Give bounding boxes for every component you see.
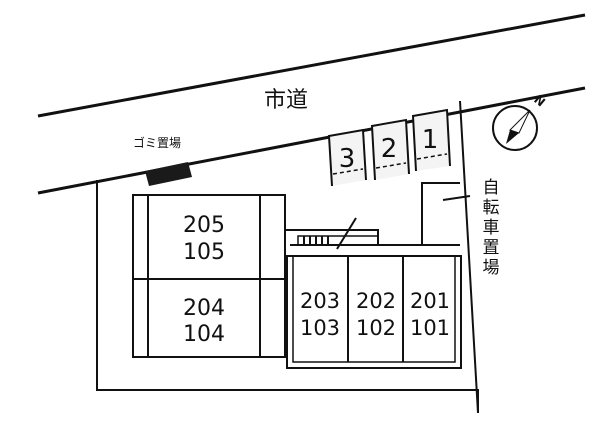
bicycle-pointer <box>442 195 471 201</box>
parking-space-1: 1 <box>411 108 451 172</box>
road-label: 市道 <box>264 88 308 113</box>
compass-icon: N <box>492 92 548 151</box>
bicycle-parking: 自 転 車 置 場 <box>421 178 500 278</box>
parking-number: 3 <box>339 144 356 174</box>
east-building: 203 103 202 102 201 101 <box>286 255 462 369</box>
unit-number-upper: 203 <box>300 289 340 313</box>
parking-number: 1 <box>422 125 439 155</box>
svg-text:車: 車 <box>483 218 500 238</box>
parking-number: 2 <box>381 134 398 164</box>
unit-number-lower: 101 <box>410 316 450 340</box>
unit-205-105: 205 105 <box>183 213 225 265</box>
west-building: 205 105 204 104 <box>132 194 286 358</box>
road-edge-south <box>37 86 586 195</box>
bicycle-label: 自 転 車 置 場 <box>483 178 500 278</box>
road: 市道 <box>37 13 586 195</box>
parking-space-2: 2 <box>370 118 410 181</box>
unit-number-upper: 201 <box>410 289 450 313</box>
garbage-area: ゴミ置場 <box>133 135 192 186</box>
stair-arrow <box>336 217 357 250</box>
unit-202-102: 202 102 <box>356 289 396 340</box>
svg-text:転: 転 <box>483 198 500 218</box>
garbage-label: ゴミ置場 <box>133 135 181 150</box>
unit-number-lower: 105 <box>183 240 225 265</box>
walkway <box>284 217 460 250</box>
site-boundary <box>96 100 479 414</box>
road-edge-north <box>37 13 586 118</box>
unit-203-103: 203 103 <box>300 289 340 340</box>
stairs <box>303 236 329 245</box>
unit-number-upper: 204 <box>183 296 225 321</box>
parking-spaces: 3 2 1 <box>327 108 451 187</box>
svg-text:置: 置 <box>483 238 500 258</box>
unit-number-upper: 205 <box>183 213 225 238</box>
unit-number-lower: 104 <box>183 322 225 347</box>
unit-number-upper: 202 <box>356 289 396 313</box>
unit-201-101: 201 101 <box>410 289 450 340</box>
parking-space-3: 3 <box>327 128 367 187</box>
unit-204-104: 204 104 <box>183 296 225 347</box>
svg-text:自: 自 <box>483 178 500 198</box>
garbage-bin <box>145 162 192 186</box>
unit-number-lower: 102 <box>356 316 396 340</box>
svg-text:場: 場 <box>483 258 500 278</box>
unit-number-lower: 103 <box>300 316 340 340</box>
